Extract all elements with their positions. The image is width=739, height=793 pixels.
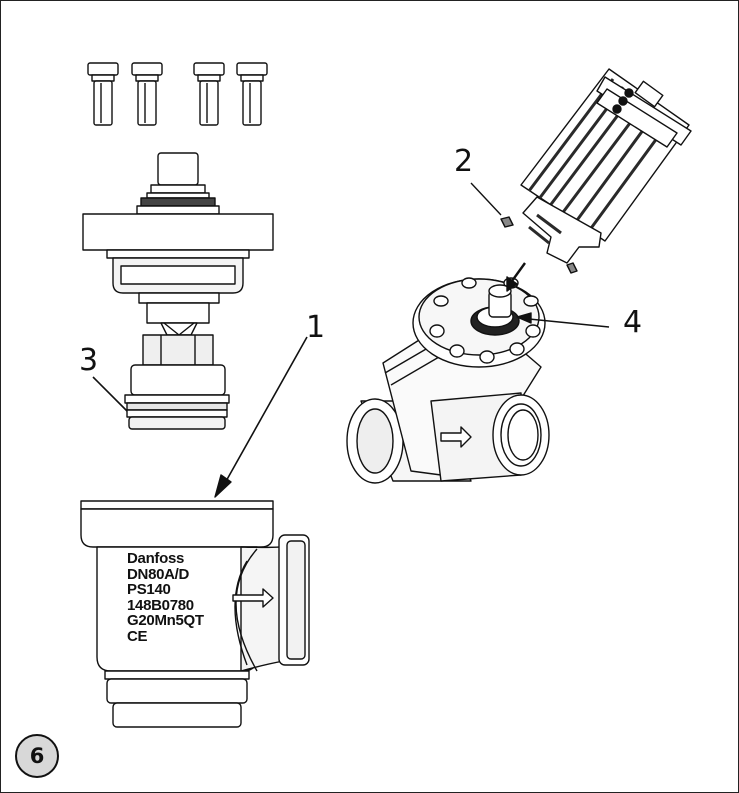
valve-body <box>80 500 310 728</box>
bolt-3 <box>193 62 225 126</box>
leader-line-2 <box>470 182 502 216</box>
callout-2: 2 <box>454 144 474 179</box>
callout-1: 1 <box>306 310 326 345</box>
marking-code: 148B0780 <box>127 596 194 614</box>
bolt-1 <box>87 62 119 126</box>
set-screws <box>500 216 578 274</box>
leader-line-1 <box>214 336 308 498</box>
callout-4: 4 <box>623 305 643 340</box>
bolt-4 <box>236 62 268 126</box>
marking-material: G20Mn5QT <box>127 612 204 629</box>
marking-pressure: PS140 <box>127 581 171 598</box>
leader-line-3 <box>92 376 128 412</box>
leader-line-4 <box>516 312 610 328</box>
marking-brand: Danfoss <box>127 550 185 567</box>
assembled-valve <box>346 277 550 484</box>
valve-body-marking: Danfoss DN80A/D PS140 148B0780 G20Mn5QT … <box>127 551 204 644</box>
insert-arrow <box>506 262 526 292</box>
marking-size: DN80A/D <box>127 565 190 583</box>
step-number-badge: 6 <box>15 734 59 778</box>
callout-3: 3 <box>79 343 99 378</box>
actuator <box>520 68 692 264</box>
bolt-2 <box>131 62 163 126</box>
bolts <box>87 62 268 126</box>
valve-insert-assembly <box>82 152 274 430</box>
marking-ce: CE <box>127 627 148 645</box>
